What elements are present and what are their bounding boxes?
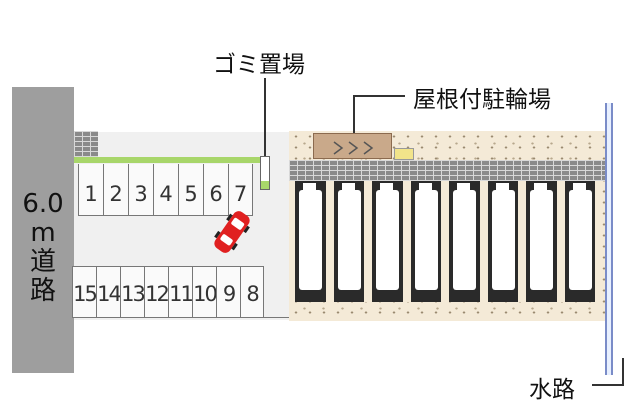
parking-space: 13 <box>120 266 146 318</box>
parking-space: 2 <box>103 164 128 216</box>
gomi-leader-line <box>264 78 266 156</box>
bike-shelter <box>313 133 392 159</box>
road <box>12 87 74 373</box>
waterway <box>605 103 613 375</box>
parking-row-top: 1 2 3 4 5 6 7 <box>78 164 253 216</box>
building-unit <box>295 181 326 302</box>
building-unit <box>564 181 595 302</box>
car-icon <box>214 211 250 253</box>
building-unit <box>449 181 480 302</box>
waterway-label: 水路 <box>529 377 575 403</box>
bike-shelter-pattern <box>333 141 374 155</box>
parking-space: 10 <box>192 266 218 318</box>
bike-rack <box>394 148 414 160</box>
building-unit <box>410 181 441 302</box>
gomi-label: ゴミ置場 <box>213 52 305 78</box>
building-unit <box>333 181 364 302</box>
brick-wall <box>74 131 98 157</box>
building-unit <box>372 181 403 302</box>
parking-space: 11 <box>168 266 194 318</box>
building-wall <box>289 160 611 181</box>
bike-leader-v <box>353 95 355 133</box>
parking-space: 12 <box>144 266 170 318</box>
building-units <box>289 181 595 302</box>
building-unit <box>487 181 518 302</box>
parking-space: 3 <box>128 164 153 216</box>
garbage-area-marker <box>261 181 269 189</box>
parking-space: 9 <box>216 266 240 318</box>
bike-shelter-label: 屋根付駐輪場 <box>413 87 551 113</box>
parking-space: 7 <box>228 164 253 216</box>
building-unit <box>526 181 557 302</box>
parking-space: 15 <box>72 266 98 318</box>
road-label: 6.0 m 道 路 <box>22 189 64 306</box>
parking-row-bottom: 15 14 13 12 11 10 9 8 <box>72 266 264 318</box>
parking-space: 8 <box>240 266 264 318</box>
parking-row-bottom-edge <box>72 317 290 318</box>
parking-space: 5 <box>178 164 203 216</box>
parking-space: 14 <box>96 266 122 318</box>
parking-space: 6 <box>203 164 228 216</box>
waterway-leader-v <box>622 358 624 386</box>
waterway-leader-h <box>592 384 624 386</box>
parking-space: 4 <box>153 164 178 216</box>
bike-leader-h <box>353 95 405 97</box>
parking-space: 1 <box>78 164 103 216</box>
garbage-area <box>260 156 270 190</box>
hedge <box>74 157 260 163</box>
